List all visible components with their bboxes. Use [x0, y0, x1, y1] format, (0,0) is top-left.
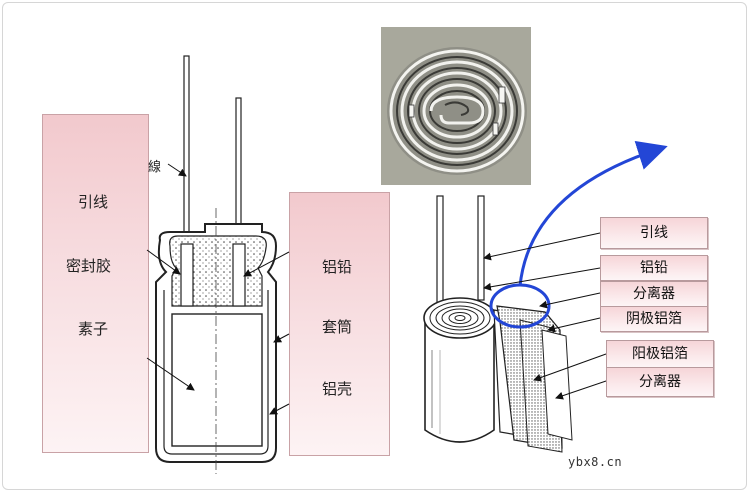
left-label-box — [42, 114, 149, 453]
partial-label: 線 — [148, 160, 162, 175]
watermark: ybx8.cn — [568, 455, 623, 469]
label-element: 素子 — [78, 320, 109, 338]
tag-lead: 引线 — [600, 217, 708, 249]
tag-anode-foil: 阳极铝箔 — [606, 340, 714, 368]
label-sleeve: 套筒 — [322, 318, 353, 336]
label-al-lead: 铝铅 — [322, 258, 353, 276]
tag-cathode-foil: 阴极铝箔 — [600, 306, 708, 332]
winding-exploded-view — [423, 140, 668, 453]
right-label-box — [289, 192, 390, 456]
wound-cylinder — [424, 322, 495, 443]
label-seal: 密封胶 — [66, 257, 112, 275]
spiral-image — [381, 27, 531, 185]
separator-sheet-2 — [541, 329, 573, 441]
label-lead: 引线 — [78, 193, 109, 211]
capacitor-cross-section — [146, 55, 290, 474]
wound-element-photo — [381, 27, 531, 185]
blue-arrow — [518, 140, 668, 287]
label-can: 铝壳 — [322, 380, 353, 398]
tag-separator-2: 分离器 — [606, 367, 714, 397]
lead-wire-left — [183, 55, 190, 237]
lead-wire-right — [235, 97, 242, 239]
tag-al-lead: 铝铅 — [600, 255, 708, 281]
capacitor-element — [171, 313, 263, 447]
tag-separator-1: 分离器 — [600, 281, 708, 307]
